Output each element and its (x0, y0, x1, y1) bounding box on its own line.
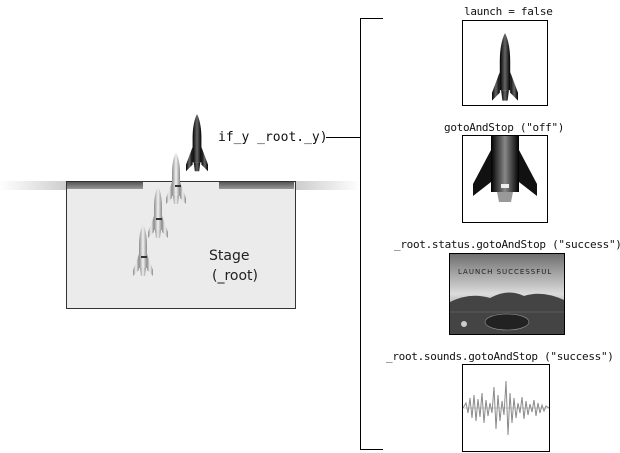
panel-2-rocket-closeup (462, 135, 548, 223)
panel-4-sound-waveform (462, 364, 550, 452)
status-screen-image (450, 254, 564, 334)
condition-label: if_y _root._y) (218, 130, 328, 145)
panel-4-label: _root.sounds.gotoAndStop ("success") (386, 350, 614, 363)
panel-3-status-screen: LAUNCH SUCCESSFUL (449, 253, 565, 335)
panel-1-label: launch = false (464, 5, 553, 18)
bracket (326, 18, 383, 450)
stage-top-bar-left (67, 182, 143, 189)
rocket-idle-image (492, 33, 518, 101)
waveform-image (463, 380, 549, 436)
panel-1-rocket-idle (462, 20, 548, 106)
rocket-closeup-image (473, 136, 537, 202)
stage-label: Stage (209, 248, 250, 264)
stage-box (66, 181, 296, 309)
rocket-ghost-4-windows (141, 256, 147, 258)
stage-top-bar-right (219, 182, 294, 189)
rocket-main (186, 114, 208, 172)
rocket-ghost-3-windows (156, 218, 162, 220)
rocket-ghost-2-windows (175, 185, 181, 187)
status-screen-text: LAUNCH SUCCESSFUL (458, 268, 553, 276)
bracket-bottom (361, 449, 383, 450)
stage-root-label: (_root) (212, 268, 258, 284)
rocket-ghost-2 (166, 152, 186, 204)
bracket-top (361, 18, 383, 19)
panel-2-label: gotoAndStop ("off") (444, 121, 565, 134)
rocket-trail (133, 114, 208, 276)
rocket-ghost-3 (148, 186, 168, 238)
bracket-connector (326, 137, 361, 138)
panel-3-label: _root.status.gotoAndStop ("success") (394, 238, 620, 251)
